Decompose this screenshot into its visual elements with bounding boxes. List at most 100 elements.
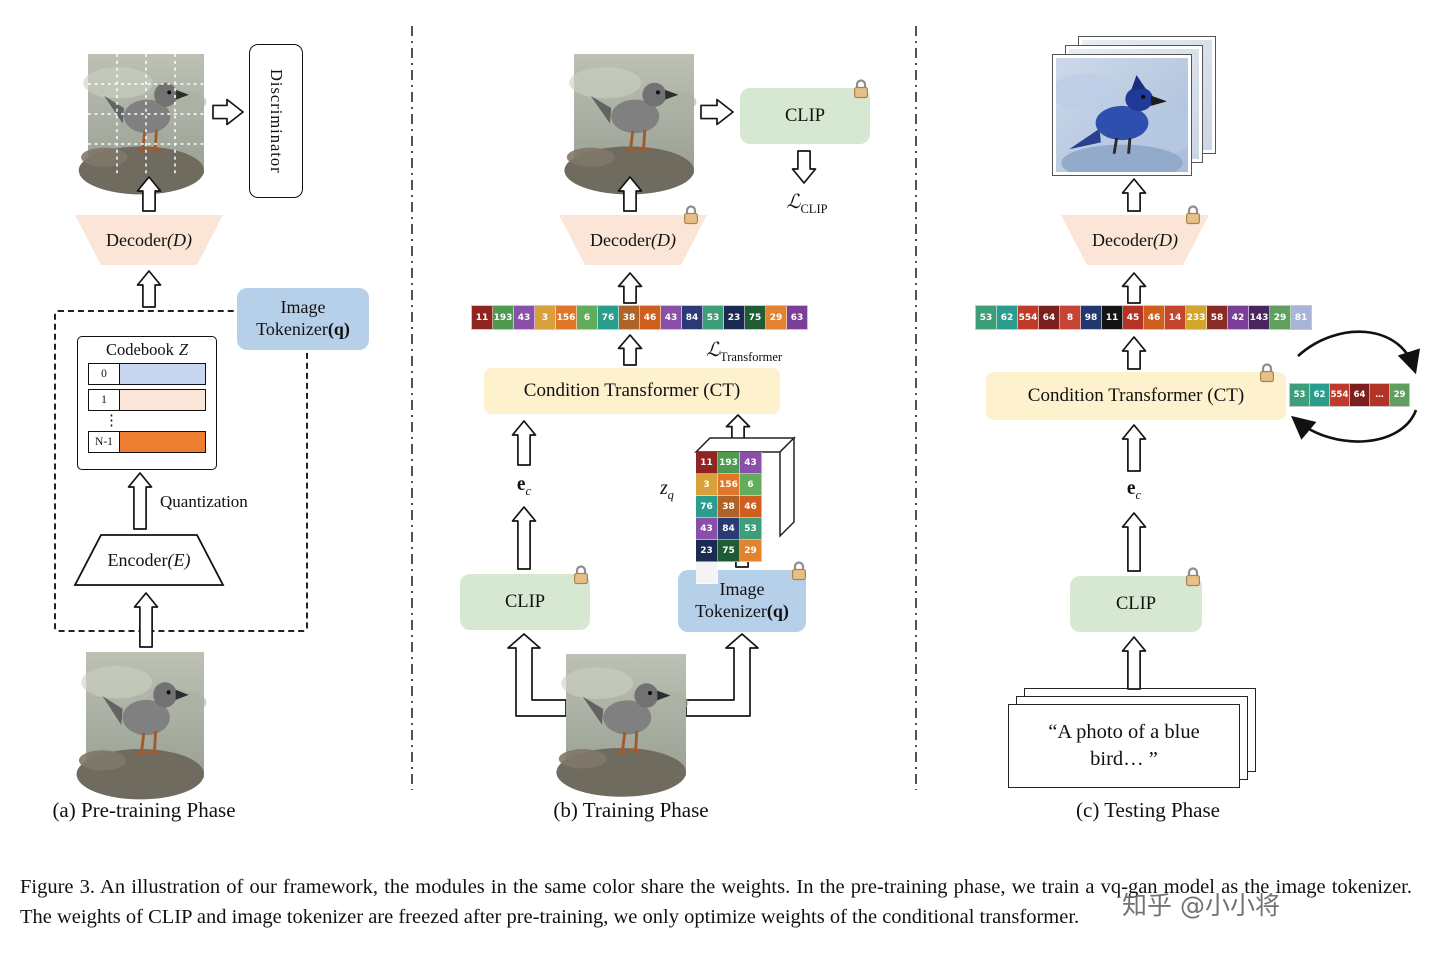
loop-arrow-top: [1297, 330, 1421, 375]
condition-transformer-c: Condition Transformer (CT): [986, 372, 1286, 420]
condition-transformer-b: Condition Transformer (CT): [484, 368, 780, 414]
reconstructed-image-gridded: [77, 52, 208, 196]
token-cell: 84: [682, 306, 703, 329]
token-cell: 46: [1144, 306, 1165, 329]
token-cell: 11: [472, 306, 493, 329]
token-cell: 14: [1165, 306, 1186, 329]
token-cell: 46: [740, 496, 762, 518]
token-cell: 46: [640, 306, 661, 329]
token-cell: 3: [535, 306, 556, 329]
tokenizer-label-line1-a: Image: [280, 297, 326, 318]
decoder-label-b: Decoder(D): [590, 229, 676, 250]
token-cell: 554: [1018, 306, 1039, 329]
token-cell: 53: [740, 518, 762, 540]
codebook-row-0: 0: [88, 363, 206, 385]
token-cell: 75: [718, 540, 740, 562]
codebook-row-1: 1: [88, 389, 206, 411]
token-cell: 58: [1207, 306, 1228, 329]
lock-icon: [1185, 567, 1201, 587]
input-image-a: [75, 650, 208, 801]
ec-label-b: ec: [516, 474, 532, 498]
token-cell: 193: [493, 306, 514, 329]
arrow-decoder-to-image-a: [136, 176, 162, 212]
generated-image-b: [562, 52, 698, 196]
token-cell: 6: [740, 474, 762, 496]
lock-icon: [683, 205, 699, 225]
codebook-box: Codebook Z 0 1 ⋮ N-1: [77, 336, 217, 470]
decoder-shape-a: [75, 215, 223, 265]
token-cell: 6: [577, 306, 598, 329]
token-cell: 29: [766, 306, 787, 329]
arrow-image-to-discriminator: [212, 98, 244, 126]
arrow-decoder-to-image-c: [1121, 178, 1147, 212]
blue-bird-image: [1049, 56, 1201, 183]
generated-image-front: [1049, 54, 1201, 183]
arrow-clip-to-ec: [511, 506, 537, 570]
token-cell: 29: [1270, 306, 1291, 329]
arrow-quantization: [127, 472, 153, 530]
token-cell: 62: [997, 306, 1018, 329]
encoder-label: Encoder(E): [107, 549, 191, 570]
elbow-arrow-to-tokenizer: [685, 633, 759, 717]
tokenizer-label-line2-b: Tokenizer(q): [695, 601, 789, 621]
lock-icon: [1185, 205, 1201, 225]
token-cell: 29: [1390, 384, 1409, 406]
token-cell: 84: [718, 518, 740, 540]
codebook-row-n: N-1: [88, 431, 206, 453]
clip-module-b-top: CLIP: [740, 88, 870, 144]
arrow-decoder-to-image-b: [617, 176, 643, 212]
token-cell: 76: [598, 306, 619, 329]
arrow-tokens-to-decoder-b: [617, 272, 643, 304]
arrow-codebook-to-decoder-a: [136, 270, 162, 308]
lock-icon: [1259, 363, 1275, 383]
prompt-card: “A photo of a blue bird… ”: [1008, 704, 1240, 788]
token-cell: 63: [787, 306, 807, 329]
arrow-tokens-to-decoder-c: [1121, 272, 1147, 304]
decoder-shape-b: [559, 215, 707, 265]
decoder-shape-c: [1061, 215, 1209, 265]
arrow-ct-to-tokens-c: [1121, 336, 1147, 370]
arrow-clip-to-ec-c: [1121, 512, 1147, 572]
codebook-embedding-bar: [120, 390, 205, 410]
phase-label-c: (c) Testing Phase: [1076, 798, 1220, 822]
token-cell: 42: [1228, 306, 1249, 329]
arrow-ec-to-ct-c: [1121, 424, 1147, 472]
discriminator-label: Discriminator: [267, 68, 286, 174]
elbow-arrow-to-clip: [507, 633, 567, 717]
zq-cube-faces: [694, 436, 796, 538]
token-cell: 43: [661, 306, 682, 329]
lock-icon: [791, 561, 807, 581]
codebook-title: Codebook Z: [105, 339, 189, 359]
token-cell: 53: [703, 306, 724, 329]
arrow-ec-to-ct: [511, 420, 537, 466]
arrow-image-to-clip-b: [700, 98, 734, 126]
lock-icon: [853, 79, 869, 99]
arrow-prompt-to-clip: [1121, 636, 1147, 690]
quantization-label: Quantization: [160, 492, 248, 511]
token-cell: 43: [696, 518, 718, 540]
codebook-embedding-bar: [120, 364, 205, 384]
token-cell: 23: [696, 540, 718, 562]
prompt-text: “A photo of a blue bird… ”: [1048, 721, 1200, 770]
token-cell: 554: [1330, 384, 1350, 406]
token-cell: 43: [740, 452, 762, 474]
zq-label: zq: [660, 478, 674, 502]
watermark-text: 知乎 @小小将: [1122, 891, 1280, 920]
discriminator-box: Discriminator: [249, 44, 303, 198]
token-cell: 29: [740, 540, 762, 562]
token-cell: 81: [1291, 306, 1311, 329]
arrow-image-to-encoder: [133, 592, 159, 648]
encoder-shape: [73, 534, 225, 586]
image-tokenizer-module-a: Image Tokenizer(q): [237, 288, 369, 350]
codebook-embedding-bar: [120, 432, 205, 452]
token-cell: 11: [696, 452, 718, 474]
token-cell: 53: [976, 306, 997, 329]
token-cell: 23: [724, 306, 745, 329]
token-cell: 62: [1310, 384, 1330, 406]
arrow-clip-to-loss: [791, 150, 817, 184]
token-cell: 64: [1039, 306, 1060, 329]
tokenizer-label-line2-a: Tokenizer(q): [256, 319, 350, 339]
